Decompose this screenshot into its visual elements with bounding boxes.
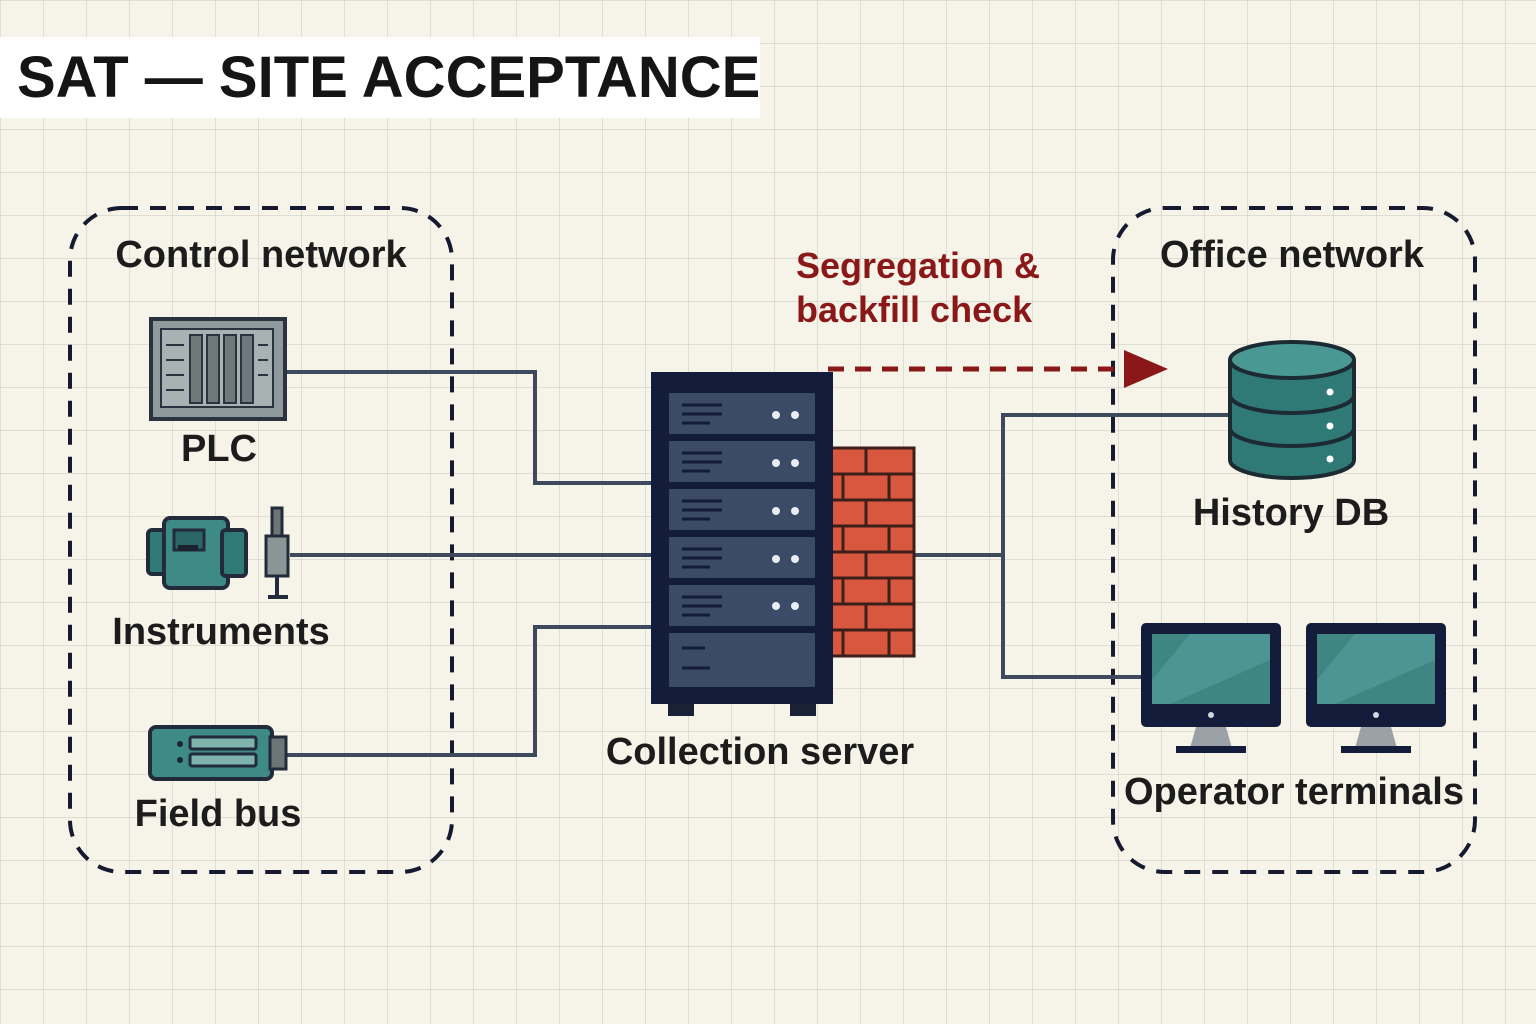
page-title: SAT — SITE ACCEPTANCE <box>0 37 761 118</box>
office-network-label: Office network <box>1160 234 1424 276</box>
instruments-label: Instruments <box>112 611 330 653</box>
firewall-icon <box>818 446 916 658</box>
segregation-note-line2: backfill check <box>796 289 1033 330</box>
title-banner: SAT — SITE ACCEPTANCE <box>0 37 761 118</box>
segregation-note: Segregation & backfill check <box>796 244 1056 332</box>
field-bus-icon <box>148 725 288 781</box>
connector-lines <box>284 370 1232 757</box>
link-switch-db <box>1001 413 1232 555</box>
field-bus-label: Field bus <box>134 793 302 835</box>
plc-icon <box>149 317 287 421</box>
control-network-label: Control network <box>115 234 407 276</box>
link-fieldbus-server <box>286 625 652 757</box>
plc-label: PLC <box>181 428 257 470</box>
operator-terminals-label: Operator terminals <box>1124 771 1464 813</box>
office-network-zone <box>1111 206 1477 874</box>
segregation-arrow <box>828 350 1168 388</box>
link-plc-server <box>284 370 652 485</box>
monitor-icon <box>1141 623 1446 753</box>
link-switch-terminals <box>1001 555 1142 679</box>
database-icon <box>1228 340 1356 480</box>
server-rack-icon <box>651 372 833 716</box>
collection-server-label: Collection server <box>605 731 915 773</box>
instruments-icon <box>146 506 290 599</box>
history-db-label: History DB <box>1192 492 1390 534</box>
segregation-note-line1: Segregation & <box>796 245 1041 286</box>
